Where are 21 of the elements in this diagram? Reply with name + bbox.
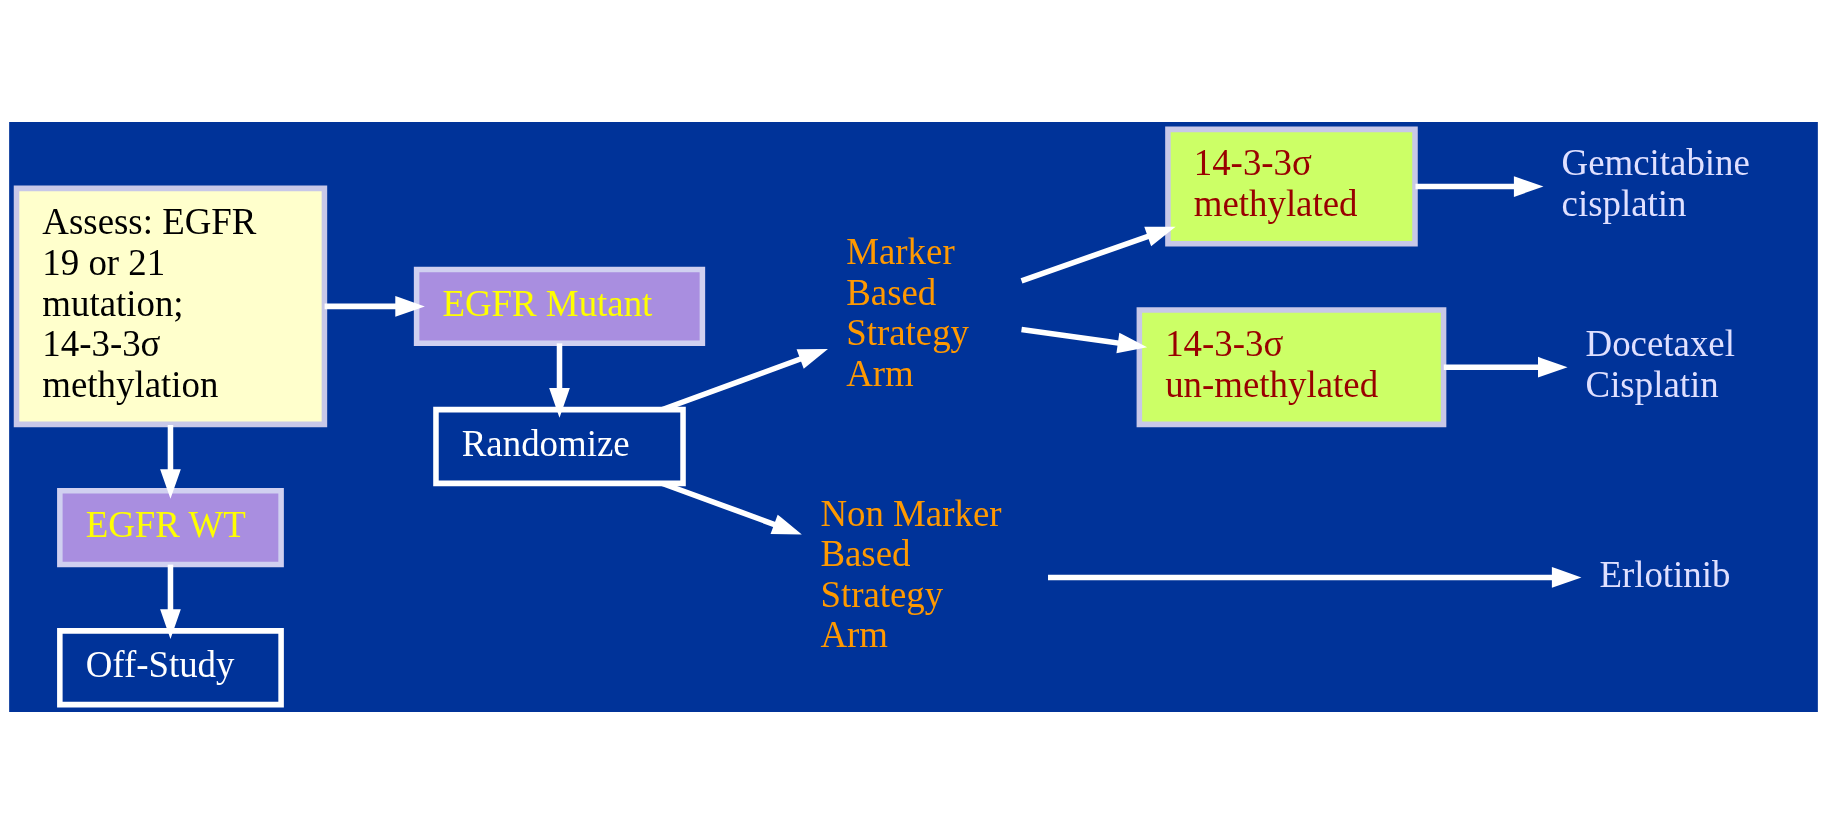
- node-text: Marker Based Strategy Arm: [846, 230, 970, 394]
- node-box: EGFR WT: [57, 487, 284, 567]
- arrow: [1020, 226, 1176, 283]
- arrow: [1048, 566, 1582, 588]
- arrow: [1443, 356, 1568, 378]
- node-box: EGFR Mutant: [413, 266, 706, 346]
- node-text: Gemcitabine cisplatin: [1561, 141, 1750, 224]
- node-text: Docetaxel Cisplatin: [1585, 322, 1735, 405]
- arrow: [324, 295, 425, 317]
- node-box: 14-3-3σ un-methylated: [1136, 306, 1447, 427]
- arrow: [1021, 326, 1148, 353]
- arrow: [549, 342, 570, 418]
- node-text: Non Marker Based Strategy Arm: [820, 492, 1002, 655]
- node-text: Erlotinib: [1599, 553, 1731, 595]
- arrow: [160, 424, 181, 499]
- arrow: [1415, 175, 1544, 197]
- node-box: Randomize: [433, 406, 686, 486]
- node-box: Off-Study: [57, 627, 284, 707]
- node-box: Assess: EGFR 19 or 21 mutation; 14-3-3σ methylation: [13, 185, 328, 427]
- node-box: 14-3-3σ methylated: [1165, 126, 1418, 246]
- arrow: [160, 564, 181, 639]
